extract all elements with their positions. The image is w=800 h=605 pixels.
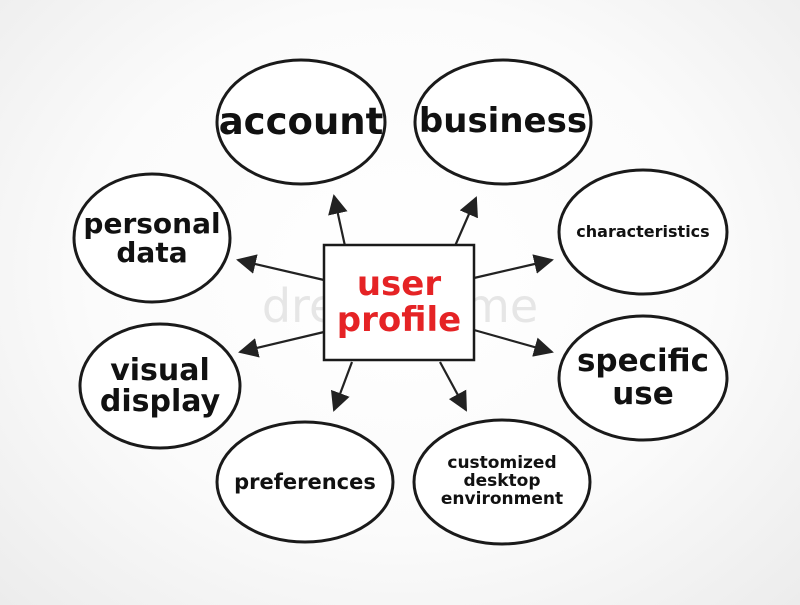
node-visual-display-shape [78, 322, 242, 450]
arrow-account [328, 194, 348, 247]
arrow-customized-desktop-environment [439, 361, 467, 412]
node-label-specific-use: specific use [576, 343, 710, 412]
arrow-personal-data [236, 254, 325, 282]
node-label-business: business [418, 101, 588, 142]
node-preferences-shape [215, 420, 395, 544]
arrow-characteristics [473, 254, 554, 280]
arrow-specific-use [473, 328, 554, 357]
node-business-shape [413, 58, 593, 186]
node-account-shape [215, 58, 387, 186]
arrow-preferences [330, 361, 354, 412]
node-characteristics-shape [557, 168, 729, 296]
node-label-visual-display: visual display [99, 352, 221, 419]
arrow-visual-display [238, 330, 325, 358]
node-label-personal-data: personal data [83, 206, 221, 269]
node-label-customized-desktop-environment: customized desktop environment [440, 453, 564, 509]
node-specific-use-shape [557, 314, 729, 442]
arrow-business [453, 196, 478, 247]
connectors [236, 194, 554, 412]
center-box [322, 243, 476, 362]
node-label-characteristics: characteristics [576, 221, 710, 241]
node-label-account: account [218, 99, 384, 143]
center-label: user profile [336, 263, 462, 340]
node-personal-data-shape [72, 172, 232, 304]
node-customized-desktop-environment-shape [412, 418, 592, 546]
node-label-preferences: preferences [234, 469, 376, 494]
node-shapes [72, 58, 729, 546]
